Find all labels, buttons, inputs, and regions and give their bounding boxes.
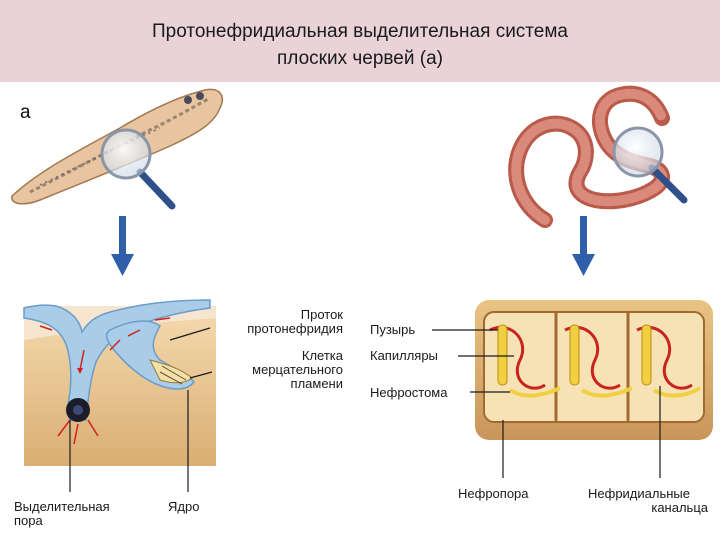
nephridial-canals-label: Нефридиальные канальца xyxy=(588,486,708,515)
protonephridium-detail xyxy=(23,299,216,466)
duct-label: Проток протонефридия xyxy=(247,307,343,336)
title-banner: Протонефридиальная выделительная система… xyxy=(0,0,720,82)
metanephridia-detail xyxy=(475,300,713,440)
magnifier-icon xyxy=(100,128,176,210)
left-leader-lines xyxy=(69,327,213,492)
excretory-pore-label: Выделительная пора xyxy=(14,499,110,528)
nephrostome-label: Нефростома xyxy=(370,385,448,400)
down-arrow-icon xyxy=(572,216,595,276)
nucleus-label: Ядро xyxy=(168,499,200,514)
title-line-2: плоских червей (а) xyxy=(277,48,443,69)
flame-cell-label: Клетка мерцательного пламени xyxy=(252,348,343,391)
earthworm-illustration xyxy=(508,85,670,228)
capillaries-label: Капилляры xyxy=(370,348,438,363)
nephropore-label: Нефропора xyxy=(458,486,529,501)
panel-letter-a: а xyxy=(20,102,31,123)
down-arrow-icon xyxy=(111,216,134,276)
page-title: Протонефридиальная выделительная система… xyxy=(60,18,660,72)
right-leader-lines xyxy=(432,329,661,478)
bladder-label: Пузырь xyxy=(370,322,416,337)
title-line-1: Протонефридиальная выделительная система xyxy=(152,21,568,42)
magnifier-icon xyxy=(612,126,688,204)
